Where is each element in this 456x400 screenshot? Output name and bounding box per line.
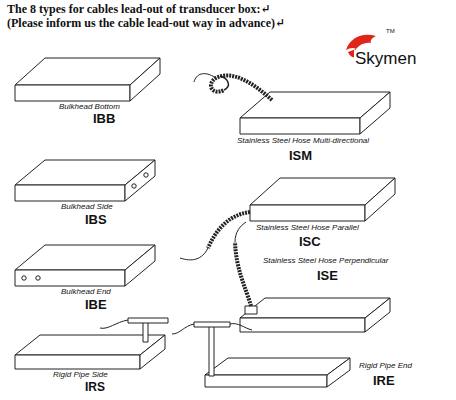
part-name: Stainless Steel Hose Multi-directional xyxy=(236,137,370,146)
part-name: Bulkhead Bottom xyxy=(58,103,121,112)
box-ire xyxy=(172,322,350,387)
type-code: ISC xyxy=(298,235,322,249)
box-isc xyxy=(180,178,395,260)
box-ibb xyxy=(15,58,160,101)
type-code: IRS xyxy=(84,381,106,394)
type-code: IRE xyxy=(372,374,396,388)
box-ibs xyxy=(15,160,155,201)
part-name: Bulkhead Side xyxy=(60,203,114,212)
type-code: IBE xyxy=(84,298,108,312)
part-name: Stainless Steel Hose Perpendicular xyxy=(262,257,389,266)
type-code: IBS xyxy=(84,213,108,227)
box-ism xyxy=(194,74,390,134)
type-code: ISM xyxy=(288,149,313,163)
type-code: ISE xyxy=(316,269,339,283)
part-name: Rigid Pipe Side xyxy=(52,371,109,380)
box-irs xyxy=(15,318,168,369)
part-name: Bulkhead End xyxy=(60,288,112,297)
part-name: Stainless Steel Hose Parallel xyxy=(255,224,360,233)
box-ibe xyxy=(15,245,155,286)
part-name: Rigid Pipe End xyxy=(358,362,413,371)
type-code: IBB xyxy=(92,112,116,126)
box-ise xyxy=(235,222,390,332)
trademark: TM xyxy=(385,28,396,35)
logo-text: Skymen xyxy=(354,50,417,69)
title: The 8 types for cables lead-out of trans… xyxy=(6,3,272,16)
subtitle: (Please inform us the cable lead-out way… xyxy=(6,17,286,30)
